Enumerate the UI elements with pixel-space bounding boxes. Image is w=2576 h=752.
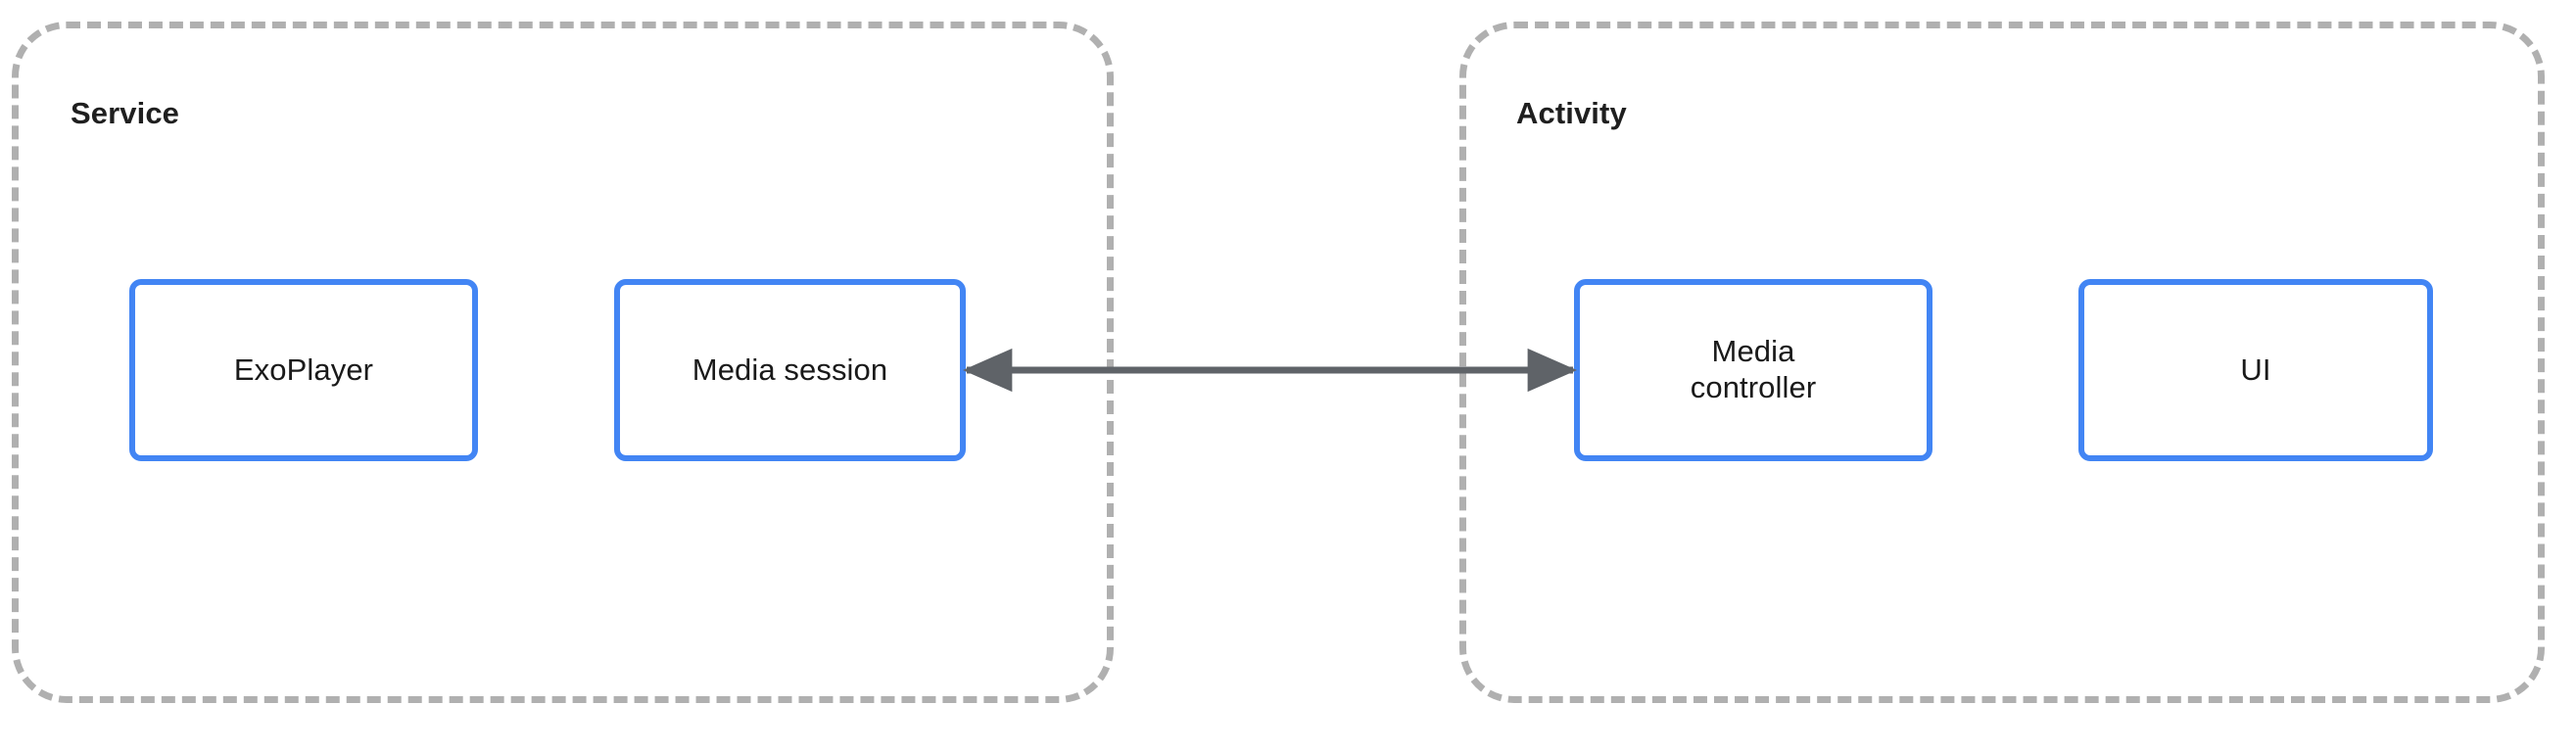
node-media-controller[interactable]: Media controller — [1574, 279, 1932, 461]
group-label-activity: Activity — [1516, 96, 1627, 130]
node-label-media-controller: Media controller — [1690, 334, 1817, 404]
node-label-exoplayer: ExoPlayer — [233, 352, 374, 387]
node-exoplayer[interactable]: ExoPlayer — [129, 279, 478, 461]
node-label-ui: UI — [2240, 352, 2271, 387]
node-ui[interactable]: UI — [2078, 279, 2433, 461]
group-label-service: Service — [71, 96, 180, 130]
node-media-session[interactable]: Media session — [614, 279, 966, 461]
node-label-media-session: Media session — [692, 352, 888, 387]
